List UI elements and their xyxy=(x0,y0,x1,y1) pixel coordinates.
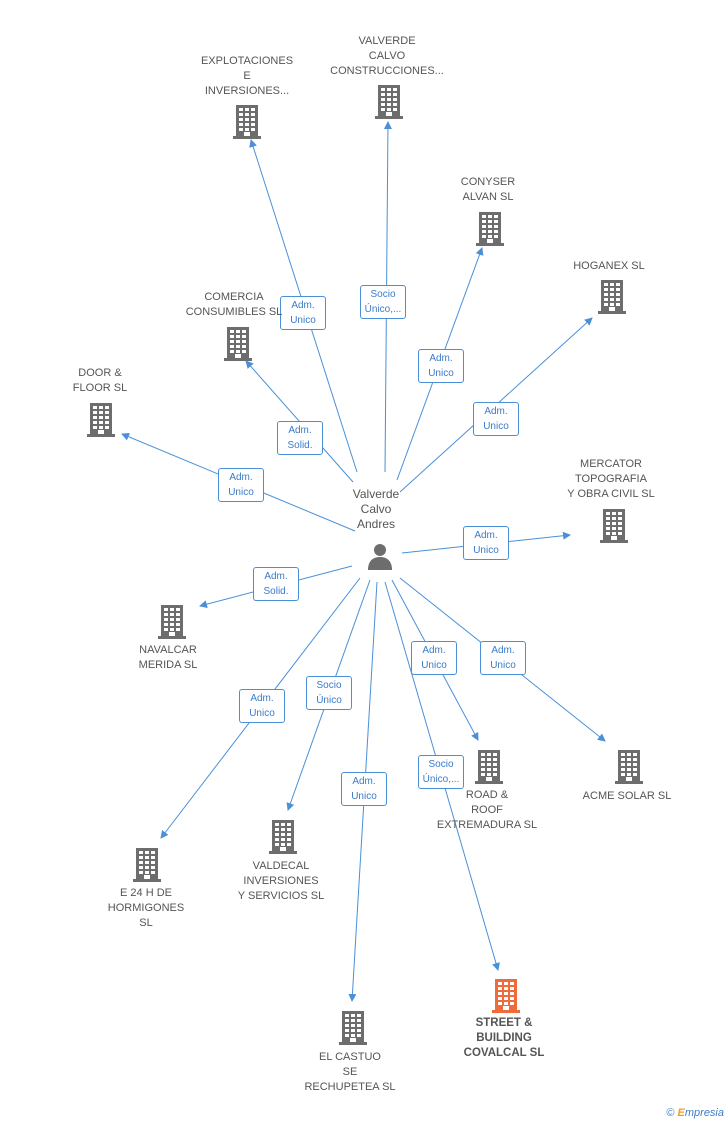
building-icon[interactable] xyxy=(492,979,520,1018)
edge-label-navalcar: Adm. Solid. xyxy=(253,567,299,601)
company-name: CONYSER ALVAN SL xyxy=(460,176,516,203)
person-icon[interactable] xyxy=(366,542,394,570)
copyright-icon: © xyxy=(666,1107,675,1119)
edge-label-explotaciones: Adm. Unico xyxy=(280,296,326,330)
company-node-valverde-construcciones[interactable]: VALVERDE CALVO CONSTRUCCIONES... xyxy=(327,34,447,79)
company-node-street-building[interactable]: STREET & BUILDING COVALCAL SL xyxy=(444,1016,564,1061)
company-node-e24h[interactable]: E 24 H DE HORMIGONES SL xyxy=(86,886,206,931)
building-icon[interactable] xyxy=(339,1011,367,1050)
edge-label-mercator: Adm. Unico xyxy=(463,526,509,560)
company-name: EL CASTUO SE RECHUPETEA SL xyxy=(304,1050,396,1093)
company-name: COMERCIA CONSUMIBLES SL xyxy=(185,291,283,318)
company-node-valdecal[interactable]: VALDECAL INVERSIONES Y SERVICIOS SL xyxy=(221,859,341,904)
company-node-explotaciones[interactable]: EXPLOTACIONES E INVERSIONES... xyxy=(187,54,307,99)
building-icon[interactable] xyxy=(224,327,252,366)
company-node-door-floor[interactable]: DOOR & FLOOR SL xyxy=(40,366,160,396)
brand-initial: E xyxy=(677,1107,685,1119)
company-name: ROAD & ROOF EXTREMADURA SL xyxy=(436,788,538,831)
company-name: STREET & BUILDING COVALCAL SL xyxy=(463,1016,545,1059)
building-icon[interactable] xyxy=(269,820,297,859)
center-person-label: Valverde Calvo Andres xyxy=(352,487,400,531)
building-icon[interactable] xyxy=(375,85,403,124)
building-icon[interactable] xyxy=(615,750,643,789)
company-name: E 24 H DE HORMIGONES SL xyxy=(107,886,185,929)
building-icon[interactable] xyxy=(600,509,628,548)
edge-label-valdecal: Socio Único xyxy=(306,676,352,710)
edge-label-street-building: Socio Único,... xyxy=(418,755,464,789)
company-node-el-castuo[interactable]: EL CASTUO SE RECHUPETEA SL xyxy=(290,1050,410,1095)
company-node-conyser[interactable]: CONYSER ALVAN SL xyxy=(428,175,548,205)
company-node-acme[interactable]: ACME SOLAR SL xyxy=(567,789,687,804)
building-icon[interactable] xyxy=(475,750,503,789)
company-name: VALVERDE CALVO CONSTRUCCIONES... xyxy=(330,34,444,77)
company-name: DOOR & FLOOR SL xyxy=(72,367,128,394)
company-name: NAVALCAR MERIDA SL xyxy=(138,644,198,671)
edge-label-road-roof: Adm. Unico xyxy=(411,641,457,675)
edge-label-conyser: Adm. Unico xyxy=(418,349,464,383)
company-node-hoganex[interactable]: HOGANEX SL xyxy=(549,259,669,274)
building-icon[interactable] xyxy=(233,105,261,144)
company-node-navalcar[interactable]: NAVALCAR MERIDA SL xyxy=(108,643,228,673)
company-node-comercia[interactable]: COMERCIA CONSUMIBLES SL xyxy=(174,290,294,320)
edge-label-valverde-construcciones: Socio Único,... xyxy=(360,285,406,319)
company-name: MERCATOR TOPOGRAFIA Y OBRA CIVIL SL xyxy=(567,457,655,500)
building-icon[interactable] xyxy=(87,403,115,442)
edge-label-door-floor: Adm. Unico xyxy=(218,468,264,502)
company-name: HOGANEX SL xyxy=(573,259,645,272)
brand-name: mpresia xyxy=(684,1107,724,1119)
edge-label-hoganex: Adm. Unico xyxy=(473,402,519,436)
company-name: VALDECAL INVERSIONES Y SERVICIOS SL xyxy=(237,859,325,902)
edge-label-comercia: Adm. Solid. xyxy=(277,421,323,455)
company-name: ACME SOLAR SL xyxy=(582,789,672,802)
building-icon[interactable] xyxy=(598,280,626,319)
edge-label-acme: Adm. Unico xyxy=(480,641,526,675)
edge-label-e24h: Adm. Unico xyxy=(239,689,285,723)
edge-label-el-castuo: Adm. Unico xyxy=(341,772,387,806)
footer-brand: © Empresia xyxy=(666,1107,724,1119)
company-node-road-roof[interactable]: ROAD & ROOF EXTREMADURA SL xyxy=(427,788,547,833)
company-node-mercator[interactable]: MERCATOR TOPOGRAFIA Y OBRA CIVIL SL xyxy=(551,457,671,502)
building-icon[interactable] xyxy=(133,848,161,887)
company-name: EXPLOTACIONES E INVERSIONES... xyxy=(200,54,294,97)
building-icon[interactable] xyxy=(158,605,186,644)
building-icon[interactable] xyxy=(476,212,504,251)
